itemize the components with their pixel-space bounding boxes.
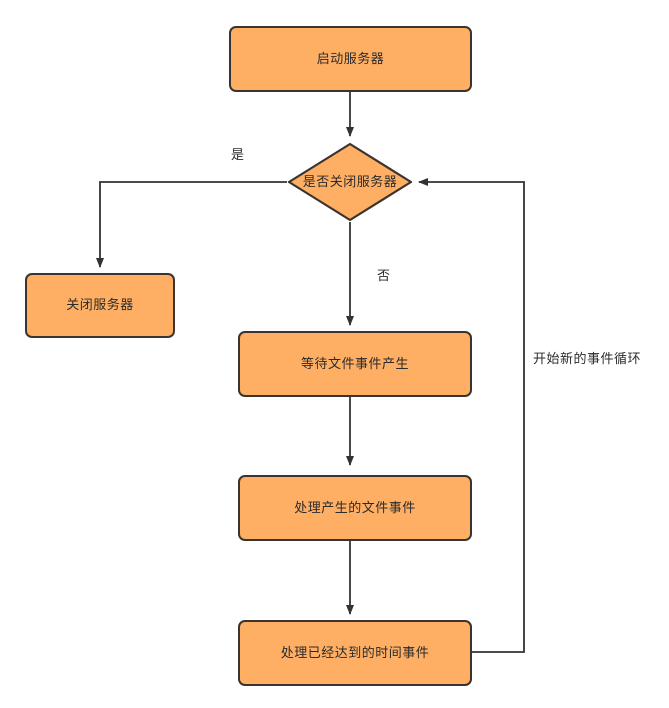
node-start-server[interactable]: 启动服务器 — [229, 26, 472, 92]
diamond-shape — [287, 142, 413, 222]
node-should-shutdown[interactable]: 是否关闭服务器 — [287, 142, 413, 222]
edge-label-new-event-loop: 开始新的事件循环 — [533, 351, 642, 366]
node-handle-time-events-label: 处理已经达到的时间事件 — [280, 644, 430, 660]
node-shutdown-server[interactable]: 关闭服务器 — [25, 273, 175, 338]
edge-label-no: 否 — [377, 268, 391, 283]
edge-label-yes: 是 — [231, 147, 245, 162]
edge-handle-time-to-decision — [418, 178, 525, 653]
edge-decision-to-shutdown — [96, 181, 287, 268]
node-shutdown-server-label: 关闭服务器 — [66, 297, 134, 313]
node-handle-time-events[interactable]: 处理已经达到的时间事件 — [238, 620, 472, 686]
node-start-server-label: 启动服务器 — [316, 50, 385, 66]
node-handle-file-events[interactable]: 处理产生的文件事件 — [238, 475, 472, 541]
node-should-shutdown-label: 是否关闭服务器 — [302, 173, 398, 189]
node-wait-file-events[interactable]: 等待文件事件产生 — [238, 331, 472, 397]
node-wait-file-events-label: 等待文件事件产生 — [300, 355, 409, 371]
node-handle-file-events-label: 处理产生的文件事件 — [294, 499, 416, 515]
